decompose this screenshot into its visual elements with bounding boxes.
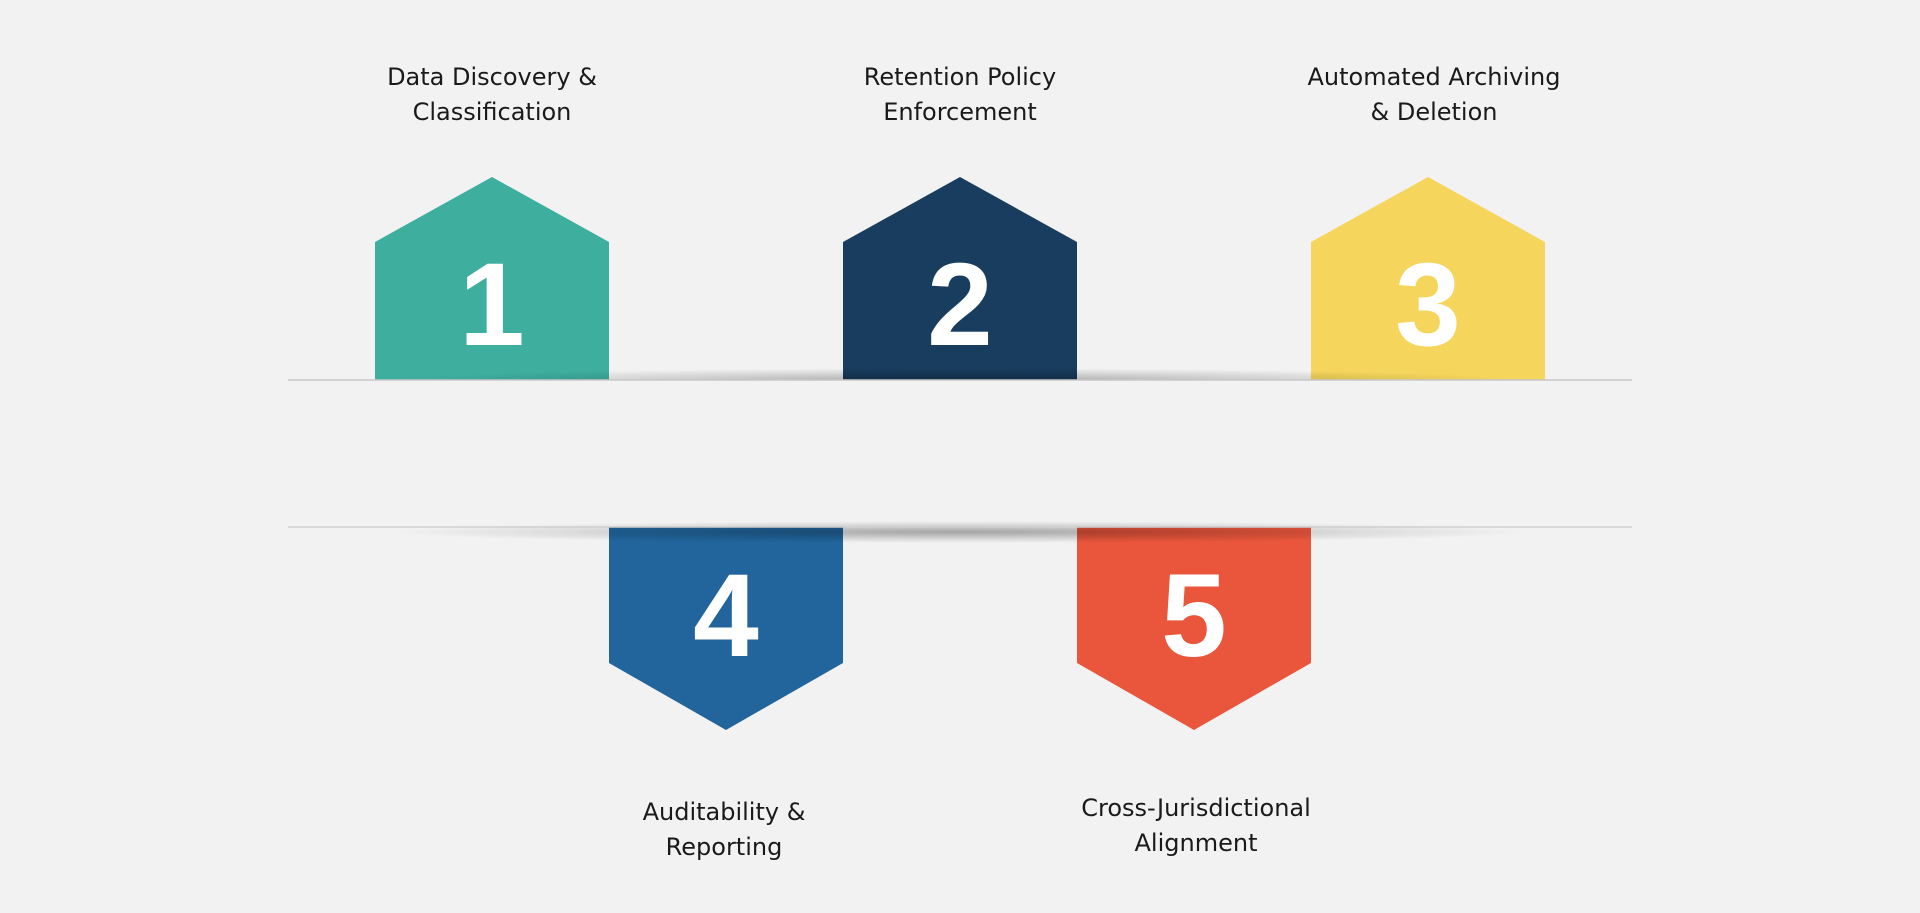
step-2-marker: [843, 177, 1077, 380]
step-5-marker: [1077, 526, 1311, 730]
step-2-title-line-1: Retention Policy: [863, 63, 1057, 91]
step-4-number: 4: [693, 550, 759, 682]
step-5-title-line-2: Alignment: [1134, 829, 1258, 857]
step-1-title: Data Discovery & Classification: [332, 60, 652, 130]
step-2-title: Retention Policy Enforcement: [800, 60, 1120, 130]
step-5-number: 5: [1161, 550, 1227, 682]
step-4-marker: [609, 526, 843, 730]
step-1-number: 1: [459, 239, 525, 371]
step-5-title: Cross-Jurisdictional Alignment: [1036, 791, 1356, 861]
step-4-title-line-2: Reporting: [665, 833, 783, 861]
step-1-title-line-2: Classification: [412, 98, 572, 126]
step-4-title-line-1: Auditability &: [642, 798, 806, 826]
step-3-number: 3: [1395, 239, 1461, 371]
step-5-title-line-1: Cross-Jurisdictional: [1081, 794, 1311, 822]
step-3-title-line-2: & Deletion: [1370, 98, 1498, 126]
center-band: [285, 380, 1635, 527]
step-1-title-line-1: Data Discovery &: [387, 63, 597, 91]
step-1-marker: [375, 177, 609, 380]
step-4-title: Auditability & Reporting: [564, 795, 884, 865]
step-2-title-line-2: Enforcement: [883, 98, 1037, 126]
step-2-number: 2: [927, 239, 993, 371]
step-3-marker: [1311, 177, 1545, 380]
step-3-title-line-1: Automated Archiving: [1307, 63, 1561, 91]
step-3-title: Automated Archiving & Deletion: [1274, 60, 1594, 130]
bottom-band-shadow: [390, 521, 1530, 543]
